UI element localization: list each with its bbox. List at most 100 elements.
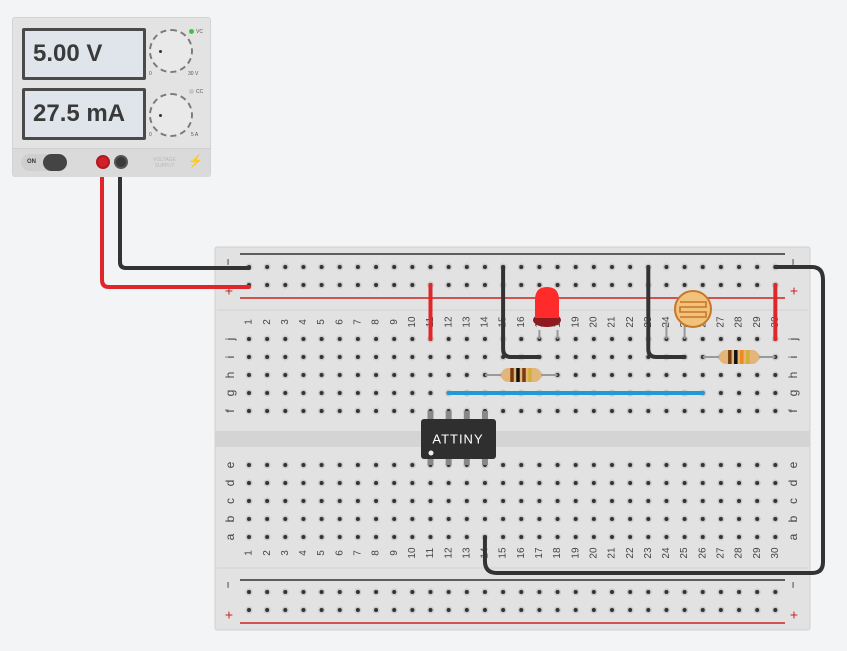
rail-hole[interactable] bbox=[610, 283, 614, 287]
hole[interactable] bbox=[446, 499, 451, 503]
hole[interactable] bbox=[247, 481, 251, 485]
hole[interactable] bbox=[301, 535, 306, 539]
hole[interactable] bbox=[428, 517, 433, 521]
rail-hole[interactable] bbox=[247, 590, 251, 594]
rail-hole[interactable] bbox=[646, 590, 651, 594]
hole[interactable] bbox=[537, 409, 542, 413]
rail-hole[interactable] bbox=[265, 265, 270, 269]
hole[interactable] bbox=[682, 409, 687, 413]
hole[interactable] bbox=[664, 535, 669, 539]
hole[interactable] bbox=[610, 499, 614, 503]
hole[interactable] bbox=[501, 517, 506, 521]
hole[interactable] bbox=[283, 481, 288, 485]
rail-hole[interactable] bbox=[737, 590, 742, 594]
hole[interactable] bbox=[265, 463, 270, 467]
hole[interactable] bbox=[555, 499, 560, 503]
hole[interactable] bbox=[410, 535, 415, 539]
hole[interactable] bbox=[283, 355, 288, 359]
rail-hole[interactable] bbox=[755, 608, 760, 612]
rail-hole[interactable] bbox=[537, 590, 542, 594]
hole[interactable] bbox=[519, 409, 524, 413]
rail-hole[interactable] bbox=[700, 283, 705, 287]
hole[interactable] bbox=[337, 337, 342, 341]
rail-hole[interactable] bbox=[446, 590, 451, 594]
hole[interactable] bbox=[718, 481, 723, 485]
hole[interactable] bbox=[355, 517, 360, 521]
hole[interactable] bbox=[319, 391, 324, 395]
rail-hole[interactable] bbox=[573, 265, 578, 269]
rail-hole[interactable] bbox=[591, 608, 596, 612]
hole[interactable] bbox=[573, 409, 578, 413]
hole[interactable] bbox=[610, 535, 614, 539]
rail-hole[interactable] bbox=[319, 265, 324, 269]
rail-hole[interactable] bbox=[591, 265, 596, 269]
hole[interactable] bbox=[718, 391, 723, 395]
hole[interactable] bbox=[392, 355, 397, 359]
rail-hole[interactable] bbox=[664, 608, 669, 612]
rail-hole[interactable] bbox=[700, 590, 705, 594]
hole[interactable] bbox=[718, 337, 723, 341]
rail-hole[interactable] bbox=[737, 608, 742, 612]
hole[interactable] bbox=[392, 391, 397, 395]
hole[interactable] bbox=[337, 481, 342, 485]
hole[interactable] bbox=[591, 337, 596, 341]
hole[interactable] bbox=[591, 355, 596, 359]
hole[interactable] bbox=[646, 499, 651, 503]
hole[interactable] bbox=[737, 499, 742, 503]
rail-hole[interactable] bbox=[682, 590, 687, 594]
hole[interactable] bbox=[519, 535, 524, 539]
voltage-knob[interactable] bbox=[149, 29, 193, 73]
hole[interactable] bbox=[755, 499, 760, 503]
hole[interactable] bbox=[664, 373, 669, 377]
hole[interactable] bbox=[737, 463, 742, 467]
rail-hole[interactable] bbox=[628, 283, 633, 287]
hole[interactable] bbox=[355, 337, 360, 341]
hole[interactable] bbox=[247, 391, 251, 395]
rail-hole[interactable] bbox=[355, 283, 360, 287]
hole[interactable] bbox=[446, 535, 451, 539]
hole[interactable] bbox=[573, 481, 578, 485]
hole[interactable] bbox=[773, 463, 778, 467]
hole[interactable] bbox=[374, 481, 379, 485]
hole[interactable] bbox=[610, 409, 614, 413]
rail-hole[interactable] bbox=[610, 608, 614, 612]
rail-hole[interactable] bbox=[537, 283, 542, 287]
rail-hole[interactable] bbox=[664, 590, 669, 594]
hole[interactable] bbox=[700, 337, 705, 341]
rail-hole[interactable] bbox=[319, 590, 324, 594]
hole[interactable] bbox=[718, 463, 723, 467]
hole[interactable] bbox=[501, 499, 506, 503]
rail-hole[interactable] bbox=[718, 608, 723, 612]
hole[interactable] bbox=[737, 517, 742, 521]
hole[interactable] bbox=[755, 481, 760, 485]
hole[interactable] bbox=[737, 481, 742, 485]
hole[interactable] bbox=[646, 373, 651, 377]
hole[interactable] bbox=[410, 373, 415, 377]
hole[interactable] bbox=[464, 535, 469, 539]
hole[interactable] bbox=[555, 463, 560, 467]
hole[interactable] bbox=[573, 517, 578, 521]
hole[interactable] bbox=[482, 481, 487, 485]
rail-hole[interactable] bbox=[555, 590, 560, 594]
hole[interactable] bbox=[555, 409, 560, 413]
hole[interactable] bbox=[464, 337, 469, 341]
hole[interactable] bbox=[700, 481, 705, 485]
rail-hole[interactable] bbox=[664, 265, 669, 269]
rail-hole[interactable] bbox=[464, 608, 469, 612]
rail-hole[interactable] bbox=[301, 608, 306, 612]
hole[interactable] bbox=[755, 517, 760, 521]
hole[interactable] bbox=[265, 355, 270, 359]
hole[interactable] bbox=[482, 499, 487, 503]
hole[interactable] bbox=[700, 517, 705, 521]
hole[interactable] bbox=[555, 481, 560, 485]
hole[interactable] bbox=[247, 499, 251, 503]
hole[interactable] bbox=[464, 517, 469, 521]
hole[interactable] bbox=[410, 337, 415, 341]
rail-hole[interactable] bbox=[374, 590, 379, 594]
hole[interactable] bbox=[591, 535, 596, 539]
hole[interactable] bbox=[374, 499, 379, 503]
hole[interactable] bbox=[283, 463, 288, 467]
hole[interactable] bbox=[755, 391, 760, 395]
psu-positive-wire[interactable] bbox=[100, 160, 251, 289]
hole[interactable] bbox=[392, 517, 397, 521]
